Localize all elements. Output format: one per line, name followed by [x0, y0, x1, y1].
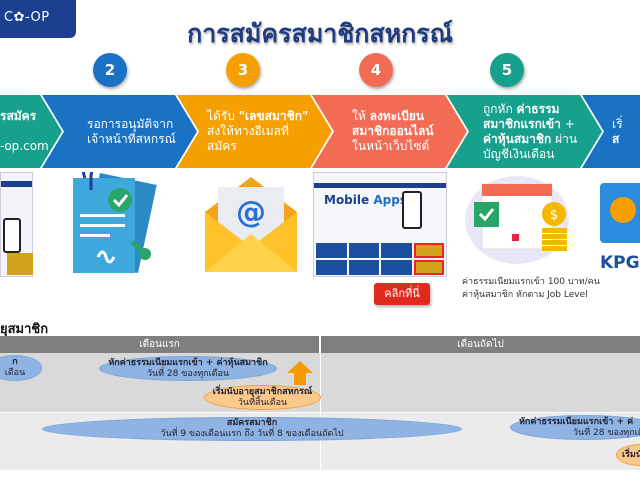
step-5-banner: ถูกหัก ค่าธรรมสมาชิกแรกเข้า + ค่าหุ้นสมาช… [447, 95, 602, 168]
partial-oval-line2: เดือน [4, 368, 26, 378]
header-next-month: เดือนถัดไป [321, 336, 640, 353]
mobile-apps-label: Mobile [324, 193, 370, 207]
step-6-line1: เริ่ [612, 116, 623, 131]
step-3-banner: ได้รับ "เลขสมาชิก"ส่งให้ทางอีเมลที่สมัคร [177, 95, 332, 168]
svg-text:$: $ [550, 208, 558, 223]
coop-logo: C✿-OP [0, 0, 76, 38]
fee-note-line2: ค่าหุ้นสมาชิก หักตาม Job Level [462, 290, 588, 300]
step-3-bold: "เลขสมาชิก" [238, 109, 309, 123]
step-2-line2: เจ้าหน้าที่สหกรณ์ [87, 131, 176, 146]
header-first-month: เดือนแรก [0, 336, 319, 353]
apply-line2: วันที่ 9 ของเดือนแรก ถึง วันที่ 8 ของเดื… [160, 429, 344, 439]
logo-text: C✿-OP [4, 10, 50, 25]
month-divider [320, 353, 321, 470]
calendar-coins-icon: $ [462, 172, 577, 264]
step-5-post3: ผ่าน [551, 131, 578, 146]
step-3-pre: ได้รับ [207, 109, 239, 123]
step-5-bold: ค่าธรรม [516, 101, 560, 116]
step-2-line1: รอการอนุมัติจาก [87, 116, 174, 131]
click-here-button[interactable]: คลิกที่นี่ [374, 283, 430, 305]
step-5-badge: 5 [490, 53, 524, 87]
kpg-label: KPG [600, 253, 640, 273]
up-arrow-icon [287, 361, 313, 389]
step-3-line2: ส่งให้ทางอีเมลที่ [207, 124, 289, 138]
step-6-bold: ส [612, 131, 620, 146]
svg-text:@: @ [236, 195, 266, 230]
deduct-line1: หักค่าธรรมเนียมแรกเข้า + ค่าหุ้นสมาชิก [108, 357, 268, 368]
kpg-profile-icon [600, 183, 640, 243]
step-4-bold2: สมาชิกออนไลน์ [352, 124, 434, 138]
start-membership-oval: เริ่มนับอายุสมาชิกสหกรณ์วันที่สิ้นเดือน [204, 385, 321, 410]
page-title: การสมัครสมาชิกสหกรณ์ [187, 19, 453, 48]
mobile-apps-label-2: Apps [373, 193, 407, 207]
apply-period-oval: สมัครสมาชิกวันที่ 9 ของเดือนแรก ถึง วันท… [42, 417, 462, 441]
step-3-badge: 3 [226, 53, 260, 87]
fee-note-line1: ค่าธรรมเนียมแรกเข้า 100 บาท/คน [462, 277, 600, 287]
start-line1: เริ่มนับอายุสมาชิกสหกรณ์ [212, 386, 313, 397]
deduct-fee-oval: หักค่าธรรมเนียมแรกเข้า + ค่าหุ้นสมาชิกวั… [99, 356, 277, 381]
step-3-line3: สมัคร [207, 139, 237, 153]
step-4-bold: ลงทะเบียน [369, 109, 425, 123]
step-5-pre: ถูกหัก [483, 101, 517, 116]
step-2-badge: 2 [93, 53, 127, 87]
step-4-banner: ให้ ลงทะเบียนสมาชิกออนไลน์ในหน้าเว็บไซต์ [312, 95, 467, 168]
section-title: ยุสมาชิก [0, 322, 49, 337]
fee-note: ค่าธรรมเนียมแรกเข้า 100 บาท/คนค่าหุ้นสมา… [462, 276, 600, 302]
step-4-badge: 4 [359, 53, 393, 87]
step-5-line4: บัญชีเงินเดือน [483, 146, 555, 161]
apply-line1: สมัครสมาชิก [226, 418, 278, 428]
start-line2: วันที่สิ้นเดือน [237, 397, 288, 408]
step-2-banner: รอการอนุมัติจากเจ้าหน้าที่สหกรณ์ [42, 95, 197, 168]
partial-oval-line1: ก [12, 357, 18, 367]
deduct-next-line1: หักค่าธรรมเนียมแรกเข้า + ค่ [519, 416, 634, 427]
step-1-text: รสมัคร [0, 109, 37, 123]
partial-oval: กเดือน [0, 355, 42, 381]
step-4-pre: ให้ [352, 109, 370, 123]
email-envelope-icon: @ [203, 172, 299, 277]
deduct-line2: วันที่ 28 ของทุกเดือน [146, 368, 230, 379]
start-next-line1: เริ่มนั [622, 449, 640, 460]
step-5-bold3: ค่าหุ้นสมาชิก [483, 131, 552, 146]
step-1-url: -op.com [0, 139, 49, 153]
step-5-post2: + [560, 116, 575, 131]
deduct-fee-oval-next: หักค่าธรรมเนียมแรกเข้า + ค่วันที่ 28 ของ… [510, 415, 640, 440]
website-screenshot-partial [0, 172, 33, 277]
website-mobile-apps-screenshot: Mobile Apps [313, 172, 447, 277]
deduct-next-line2: วันที่ 28 ของทุกเดื [573, 427, 640, 438]
step-4-line3: ในหน้าเว็บไซต์ [352, 139, 430, 153]
step-5-bold2: สมาชิกแรกเข้า [483, 116, 561, 131]
document-approved-icon [70, 164, 165, 277]
